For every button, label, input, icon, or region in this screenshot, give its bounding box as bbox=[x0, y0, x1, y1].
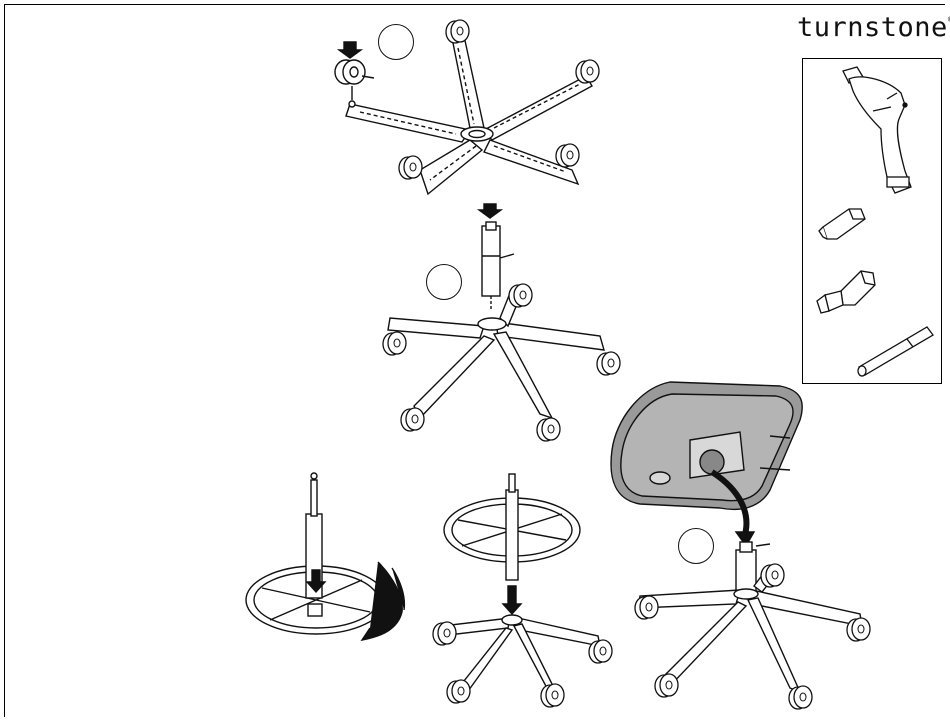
down-arrow-icon bbox=[503, 586, 521, 614]
step-attach-casters bbox=[335, 20, 599, 194]
caster-icon bbox=[556, 144, 579, 167]
step-2-circle bbox=[426, 264, 462, 300]
caster-icon bbox=[446, 20, 469, 43]
step-1-circle bbox=[378, 24, 414, 60]
step-mount-seat bbox=[611, 382, 870, 709]
step-ring-assembly bbox=[433, 474, 612, 707]
step-attach-foot-ring bbox=[246, 473, 404, 640]
down-arrow-icon bbox=[479, 204, 501, 218]
step-4-circle bbox=[678, 528, 714, 564]
caster-insert bbox=[335, 60, 374, 107]
down-arrow-icon bbox=[339, 42, 361, 58]
base-leg bbox=[452, 36, 484, 128]
step-insert-cylinder bbox=[383, 204, 620, 441]
gas-cylinder bbox=[482, 226, 500, 296]
caster-icon bbox=[399, 156, 422, 179]
caster-icon bbox=[576, 60, 599, 83]
